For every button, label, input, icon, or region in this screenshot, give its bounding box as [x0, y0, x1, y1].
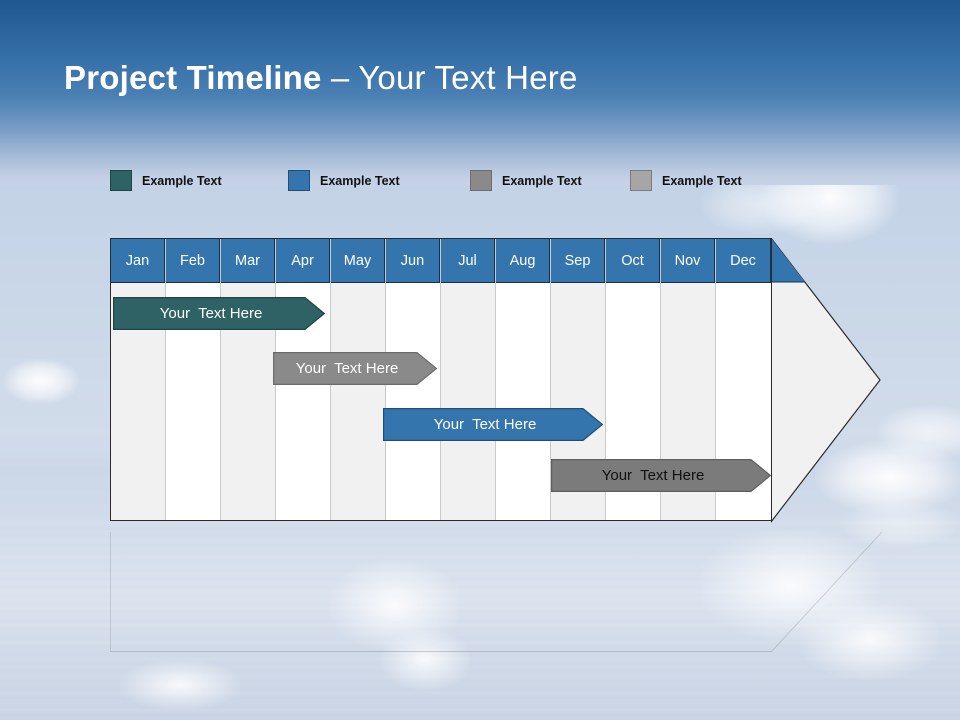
- legend-swatch-icon: [288, 170, 310, 191]
- month-header-jun[interactable]: Jun: [386, 239, 440, 283]
- page-title-light: Your Text Here: [358, 59, 578, 96]
- timeline-bar-label: Your Text Here: [159, 305, 263, 322]
- month-header-mar[interactable]: Mar: [221, 239, 275, 283]
- title-banner: [0, 0, 960, 185]
- page-title-strong: Project Timeline: [64, 59, 322, 96]
- legend-label: Example Text: [502, 173, 582, 188]
- legend-swatch-icon: [630, 170, 652, 191]
- month-header-jan[interactable]: Jan: [111, 239, 165, 283]
- bar-shape: [273, 352, 437, 385]
- timeline-bar-label: Your Text Here: [295, 360, 399, 377]
- legend-label: Example Text: [142, 173, 222, 188]
- timeline-bar-label: Your Text Here: [433, 416, 537, 433]
- water-ripples: [0, 520, 960, 720]
- month-header-aug[interactable]: Aug: [496, 239, 550, 283]
- timeline-bar-1[interactable]: Your Text Here: [273, 352, 437, 385]
- page-title-separator: –: [321, 59, 359, 96]
- timeline-bar-2[interactable]: Your Text Here: [383, 408, 603, 441]
- bar-shape: [551, 459, 771, 492]
- timeline-column-jul: Jul: [441, 239, 496, 520]
- bar-shape: [113, 297, 325, 330]
- timeline-column-jan: Jan: [111, 239, 166, 520]
- month-header-may[interactable]: May: [331, 239, 385, 283]
- timeline-column-aug: Aug: [496, 239, 551, 520]
- month-header-dec[interactable]: Dec: [716, 239, 771, 283]
- legend-item-1[interactable]: Example Text: [288, 170, 400, 191]
- legend-swatch-icon: [470, 170, 492, 191]
- month-header-nov[interactable]: Nov: [661, 239, 715, 283]
- month-header-oct[interactable]: Oct: [606, 239, 660, 283]
- timeline-column-feb: Feb: [166, 239, 221, 520]
- legend: Example Text Example Text Example Text Exam…: [110, 170, 830, 192]
- page-title: Project Timeline – Your Text Here: [64, 59, 578, 97]
- month-header-jul[interactable]: Jul: [441, 239, 495, 283]
- timeline-bar-0[interactable]: Your Text Here: [113, 297, 325, 330]
- timeline-bar-label: Your Text Here: [601, 467, 705, 484]
- legend-item-2[interactable]: Example Text: [470, 170, 582, 191]
- month-header-feb[interactable]: Feb: [166, 239, 220, 283]
- bar-shape: [383, 408, 603, 441]
- timeline-column-mar: Mar: [221, 239, 276, 520]
- legend-swatch-icon: [110, 170, 132, 191]
- month-header-sep[interactable]: Sep: [551, 239, 605, 283]
- legend-item-0[interactable]: Example Text: [110, 170, 222, 191]
- legend-label: Example Text: [320, 173, 400, 188]
- legend-label: Example Text: [662, 173, 742, 188]
- month-header-apr[interactable]: Apr: [276, 239, 330, 283]
- timeline-bar-3[interactable]: Your Text Here: [551, 459, 771, 492]
- legend-item-3[interactable]: Example Text: [630, 170, 742, 191]
